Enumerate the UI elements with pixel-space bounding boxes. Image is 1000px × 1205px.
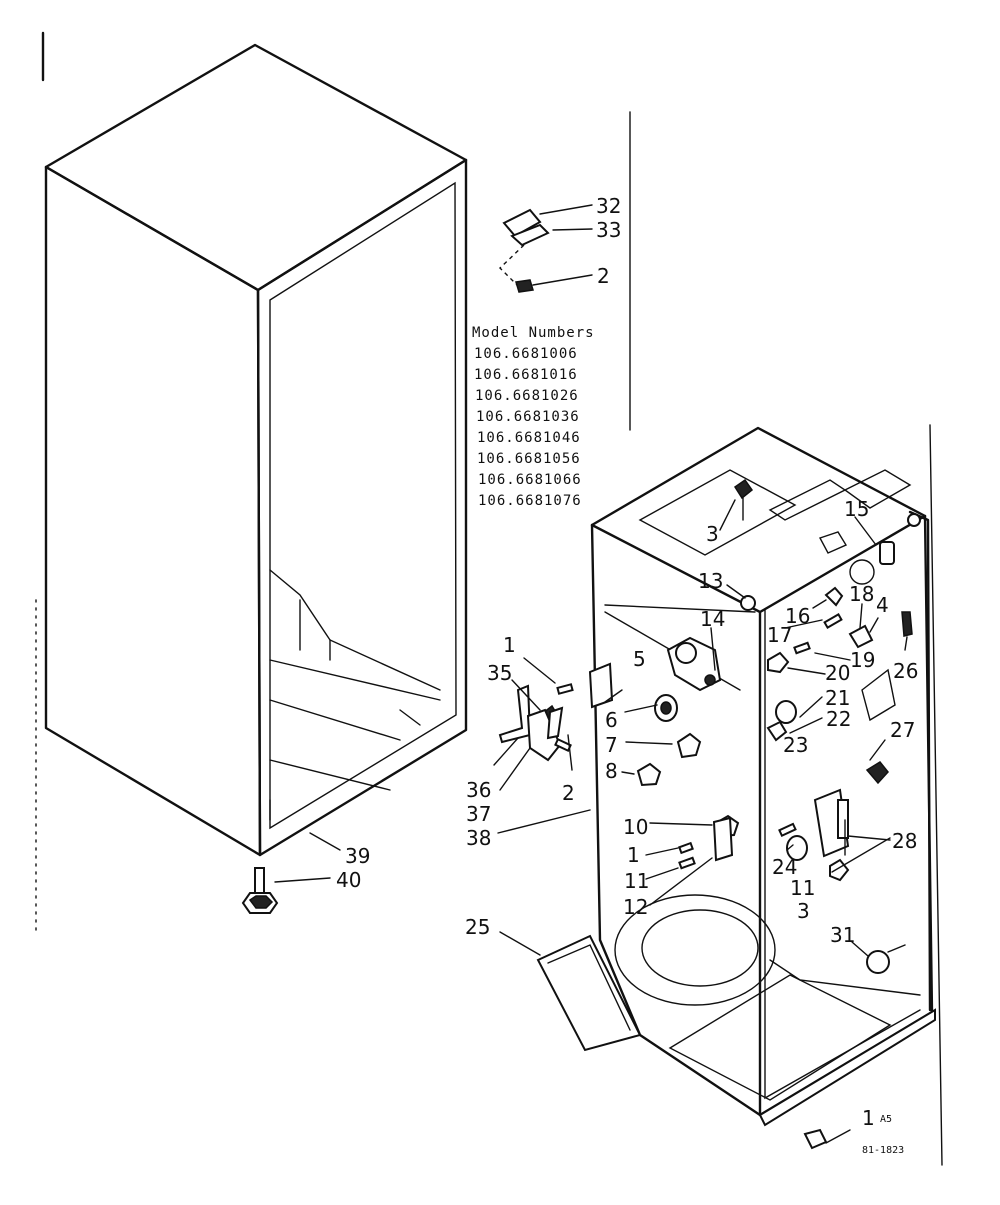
callout-4: 4 [876, 593, 889, 617]
callout-27: 27 [890, 718, 915, 742]
model-number-1: 106.6681006 [474, 346, 578, 362]
callout-11-left: 11 [624, 869, 649, 893]
model-number-8: 106.6681076 [478, 493, 582, 509]
callout-19: 19 [850, 648, 875, 672]
callout-25: 25 [465, 915, 490, 939]
top-hinge-parts [498, 208, 550, 293]
callout-17: 17 [767, 623, 792, 647]
leveling-leg [241, 867, 279, 914]
callout-13: 13 [698, 569, 723, 593]
callout-3-lower: 3 [797, 899, 810, 923]
callout-8: 8 [605, 759, 618, 783]
callout-28: 28 [892, 829, 917, 853]
callout-15: 15 [844, 497, 869, 521]
callout-36: 36 [466, 778, 491, 802]
drain-pan [536, 934, 642, 1052]
callout-32: 32 [596, 194, 621, 218]
callout-38: 38 [466, 826, 491, 850]
margin-marks [35, 31, 943, 1166]
model-number-6: 106.6681056 [477, 451, 581, 467]
callout-2-top: 2 [597, 264, 610, 288]
callout-21: 21 [825, 686, 850, 710]
callout-10: 10 [623, 815, 648, 839]
model-numbers-block: Model Numbers 106.6681006 106.6681016 10… [472, 325, 595, 509]
callout-26: 26 [893, 659, 918, 683]
callout-1-lower: 1 [627, 843, 640, 867]
callout-23: 23 [783, 733, 808, 757]
callout-14: 14 [700, 607, 725, 631]
model-number-3: 106.6681026 [475, 388, 579, 404]
figure-code: 81-1823 [862, 1145, 904, 1156]
callout-3-top: 3 [706, 522, 719, 546]
part-callouts: 32 33 2 39 40 3 15 13 18 16 4 14 17 1 5 … [336, 194, 918, 1130]
callout-12: 12 [623, 895, 648, 919]
page-code: A5 [880, 1114, 892, 1125]
callout-20: 20 [825, 661, 850, 685]
callout-7: 7 [605, 733, 618, 757]
callout-40: 40 [336, 868, 361, 892]
callout-31: 31 [830, 923, 855, 947]
model-number-4: 106.6681036 [476, 409, 580, 425]
callout-37: 37 [466, 802, 491, 826]
callout-24: 24 [772, 855, 797, 879]
callout-6: 6 [605, 708, 618, 732]
liner-parts [588, 478, 913, 1150]
lower-hinge-parts [498, 683, 574, 762]
callout-39: 39 [345, 844, 370, 868]
callout-35: 35 [487, 661, 512, 685]
outer-cabinet [44, 43, 468, 857]
callout-18: 18 [849, 582, 874, 606]
callout-1-bottom: 1 [862, 1106, 875, 1130]
callout-1-upper: 1 [503, 633, 516, 657]
callout-5: 5 [633, 647, 646, 671]
callout-16: 16 [785, 604, 810, 628]
leader-lines [493, 499, 908, 1144]
callout-2-mid: 2 [562, 781, 575, 805]
callout-11-right: 11 [790, 876, 815, 900]
callout-22: 22 [826, 707, 851, 731]
model-number-5: 106.6681046 [477, 430, 581, 446]
model-number-7: 106.6681066 [478, 472, 582, 488]
model-number-2: 106.6681016 [474, 367, 578, 383]
callout-33: 33 [596, 218, 621, 242]
model-numbers-heading: Model Numbers [472, 325, 595, 341]
